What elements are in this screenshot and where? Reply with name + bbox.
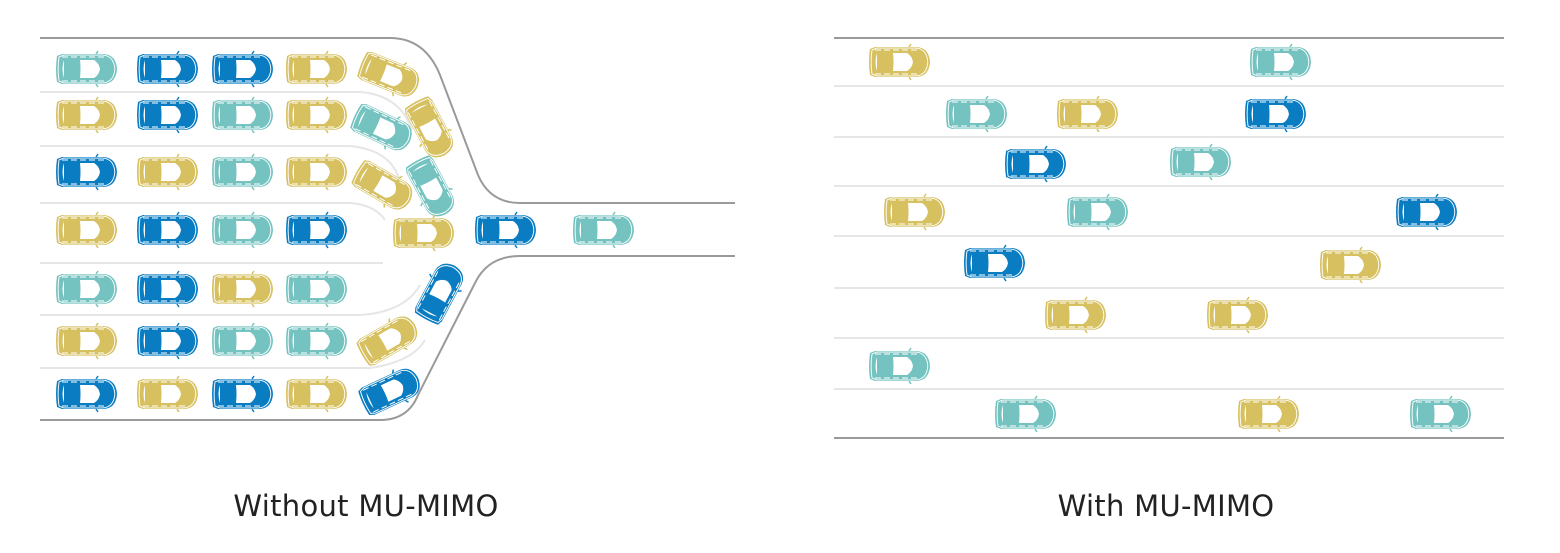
curve-guide-6 bbox=[270, 339, 426, 369]
car-icon bbox=[136, 211, 199, 249]
car-icon bbox=[409, 256, 472, 329]
car-icon bbox=[945, 95, 1008, 133]
car-icon bbox=[883, 193, 946, 231]
car-icon bbox=[1044, 296, 1107, 334]
car-icon bbox=[1066, 193, 1129, 231]
car-icon bbox=[136, 50, 199, 88]
car-icon bbox=[1244, 95, 1307, 133]
car-icon bbox=[55, 375, 118, 413]
car-icon bbox=[136, 270, 199, 308]
car-icon bbox=[352, 308, 425, 372]
road-edge-bottom bbox=[40, 255, 735, 421]
multi-lane-road bbox=[834, 37, 1504, 439]
car-icon bbox=[211, 153, 274, 191]
car-icon bbox=[1056, 95, 1119, 133]
car-icon bbox=[55, 50, 118, 88]
car-icon bbox=[285, 211, 348, 249]
car-icon bbox=[1004, 145, 1067, 183]
car-icon bbox=[1319, 246, 1382, 284]
car-icon bbox=[1237, 395, 1300, 433]
road-edge-top bbox=[40, 37, 735, 204]
car-icon bbox=[55, 322, 118, 360]
congested-road bbox=[40, 37, 735, 421]
car-icon bbox=[1409, 395, 1472, 433]
car-icon bbox=[211, 375, 274, 413]
curve-guide-2 bbox=[270, 145, 401, 183]
car-icon bbox=[211, 270, 274, 308]
car-icon bbox=[285, 270, 348, 308]
car-icon bbox=[868, 347, 931, 385]
curve-guide-1 bbox=[270, 91, 413, 131]
car-icon bbox=[211, 211, 274, 249]
car-icon bbox=[474, 211, 537, 249]
car-icon bbox=[211, 50, 274, 88]
car-icon bbox=[136, 375, 199, 413]
car-icon bbox=[55, 153, 118, 191]
car-icon bbox=[1169, 143, 1232, 181]
car-icon bbox=[285, 50, 348, 88]
car-icon bbox=[285, 322, 348, 360]
car-icon bbox=[285, 96, 348, 134]
car-icon bbox=[392, 214, 455, 252]
car-icon bbox=[136, 96, 199, 134]
car-icon bbox=[354, 360, 427, 421]
car-icon bbox=[994, 395, 1057, 433]
car-icon bbox=[1395, 193, 1458, 231]
car-icon bbox=[55, 270, 118, 308]
car-icon bbox=[285, 375, 348, 413]
car-icon bbox=[211, 96, 274, 134]
congested-cars bbox=[55, 46, 635, 421]
car-icon bbox=[347, 154, 420, 218]
car-icon bbox=[572, 211, 635, 249]
car-icon bbox=[1206, 296, 1269, 334]
curve-guide-3 bbox=[270, 202, 386, 221]
car-icon bbox=[136, 153, 199, 191]
car-icon bbox=[211, 322, 274, 360]
caption-with-mu-mimo: With MU-MIMO bbox=[1057, 489, 1275, 523]
car-icon bbox=[868, 43, 931, 81]
caption-without-mu-mimo: Without MU-MIMO bbox=[233, 489, 499, 523]
lane-dividers bbox=[40, 91, 383, 369]
flowing-cars bbox=[868, 43, 1472, 433]
car-icon bbox=[285, 153, 348, 191]
car-icon bbox=[55, 96, 118, 134]
curve-guide-5 bbox=[270, 284, 421, 316]
lane-dividers bbox=[834, 85, 1504, 390]
car-icon bbox=[353, 46, 426, 105]
car-icon bbox=[136, 322, 199, 360]
car-icon bbox=[55, 211, 118, 249]
car-icon bbox=[963, 244, 1026, 282]
car-icon bbox=[1249, 43, 1312, 81]
